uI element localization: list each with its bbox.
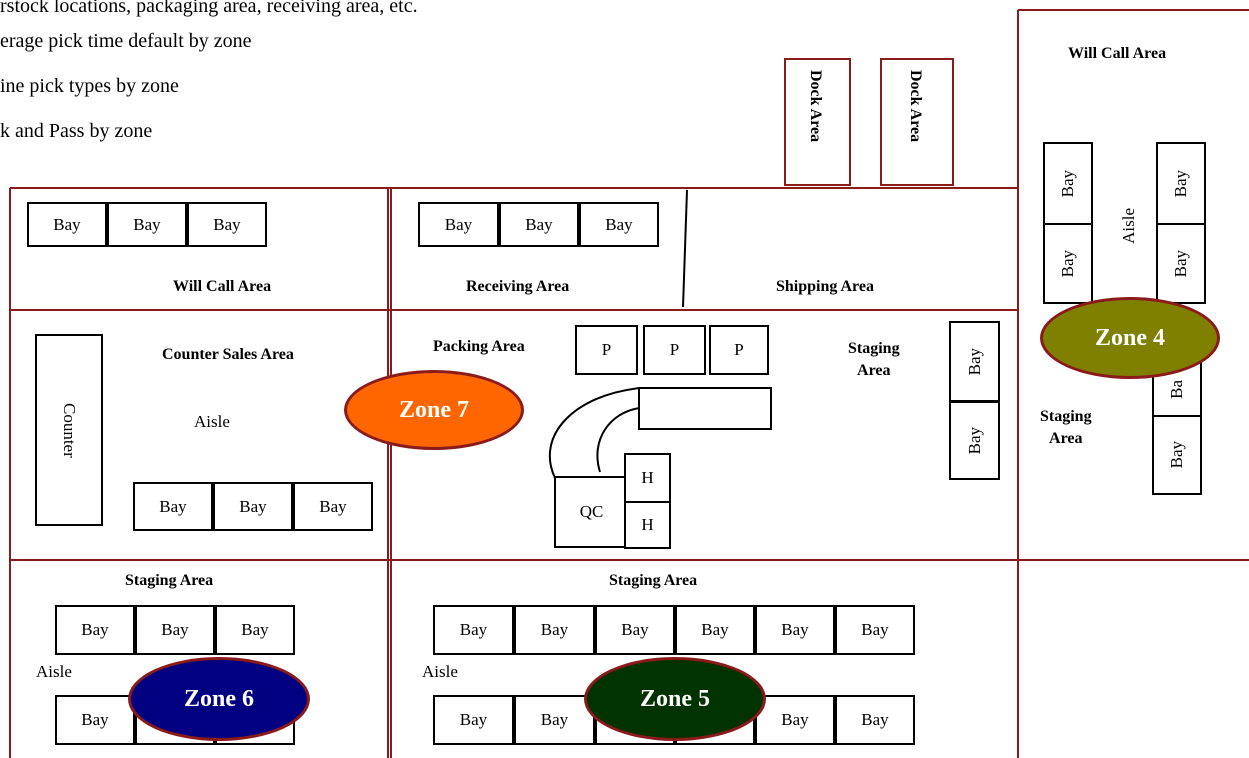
shipping-area-label: Shipping Area — [776, 278, 874, 295]
bullet-line-4: k and Pass by zone — [0, 120, 153, 142]
aisle-label: Aisle — [194, 412, 230, 431]
bay: Bay — [418, 202, 499, 247]
bay: Bay — [499, 202, 579, 247]
bay: Bay — [107, 202, 187, 247]
counter: Counter — [35, 334, 103, 526]
bay: Bay — [835, 605, 915, 655]
bay: Bay — [135, 605, 215, 655]
pack-station: P — [575, 325, 638, 375]
bay: Bay — [133, 482, 213, 531]
conveyor-belt — [638, 387, 772, 430]
zone-7-marker: Zone 7 — [344, 370, 524, 450]
will-call-area-label-right: Will Call Area — [1068, 45, 1167, 62]
bay: Bay — [835, 695, 915, 745]
packing-area-label: Packing Area — [433, 338, 525, 355]
hold-station: H — [624, 501, 671, 549]
bay: Bay — [55, 605, 135, 655]
pack-station: P — [709, 325, 769, 375]
bay: Bay — [187, 202, 267, 247]
qc-station: QC — [554, 476, 629, 548]
dock-area-1: Dock Area — [784, 58, 851, 186]
bullet-line-2: erage pick time default by zone — [0, 30, 252, 52]
hold-station: H — [624, 453, 671, 503]
bay: Bay — [514, 605, 595, 655]
bay: Bay — [675, 605, 755, 655]
bay: Bay — [579, 202, 659, 247]
counter-sales-area-label: Counter Sales Area — [162, 346, 294, 363]
zone-6-marker: Zone 6 — [128, 657, 310, 741]
bay: Bay — [433, 605, 514, 655]
bullet-line-3: ine pick types by zone — [0, 75, 179, 97]
bay: Bay — [213, 482, 293, 531]
pack-station: P — [643, 325, 706, 375]
bay: Bay — [595, 605, 675, 655]
bullet-line-1: rstock locations, packaging area, receiv… — [0, 0, 418, 17]
staging-area-label-left: Staging Area — [125, 572, 214, 589]
zone-4-marker: Zone 4 — [1040, 297, 1220, 379]
bay: Bay — [293, 482, 373, 531]
bay: Bay — [1043, 142, 1093, 225]
zone-5-marker: Zone 5 — [584, 657, 766, 741]
bay: Bay — [27, 202, 107, 247]
aisle-label: Aisle — [1119, 208, 1138, 244]
bay: Bay — [755, 605, 835, 655]
bay: Bay — [755, 695, 835, 745]
bay: Bay — [1152, 415, 1202, 495]
dock-area-label: Dock Area — [807, 70, 824, 143]
bay: Bay — [514, 695, 595, 745]
aisle-label: Aisle — [36, 662, 72, 681]
will-call-area-label: Will Call Area — [173, 278, 272, 295]
bay: Bay — [1043, 223, 1093, 304]
bay: Bay — [433, 695, 514, 745]
dock-area-2: Dock Area — [880, 58, 954, 186]
dock-area-label: Dock Area — [907, 70, 924, 143]
bay: Bay — [55, 695, 135, 745]
bay: Bay — [1156, 142, 1206, 225]
bay: Bay — [215, 605, 295, 655]
bay: Bay — [949, 401, 1000, 480]
staging-area-label-bottom: Staging Area — [609, 572, 698, 589]
receiving-area-label: Receiving Area — [466, 278, 570, 295]
bay: Bay — [1156, 223, 1206, 304]
bay: Bay — [949, 321, 1000, 402]
aisle-label: Aisle — [422, 662, 458, 681]
